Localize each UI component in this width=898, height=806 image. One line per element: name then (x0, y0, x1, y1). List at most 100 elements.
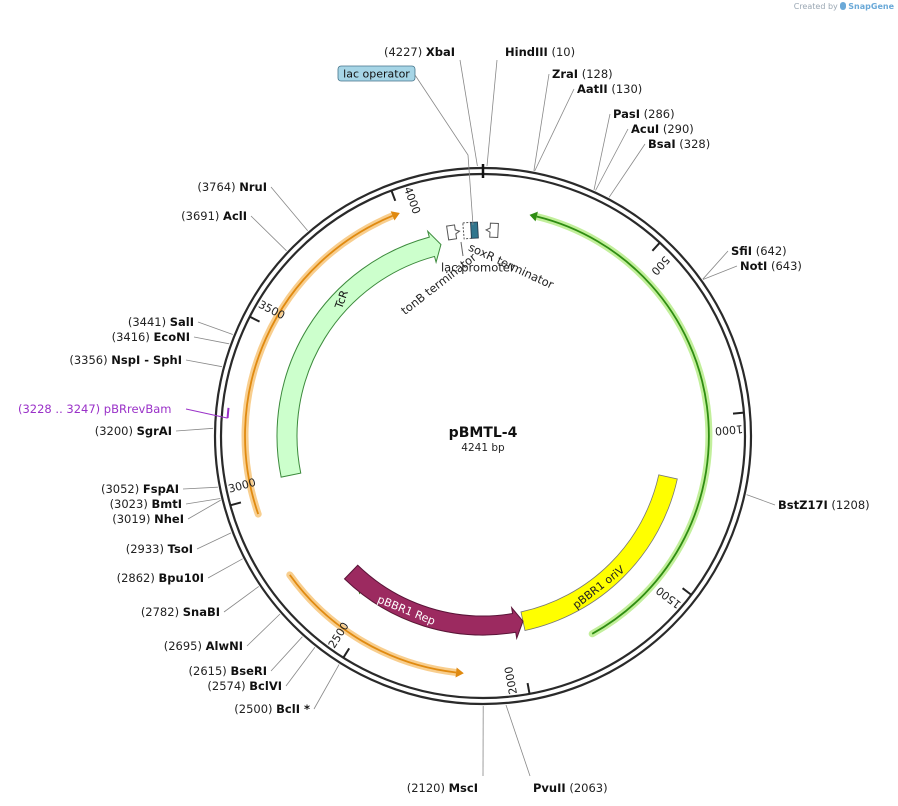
ruler-tick-500 (651, 241, 661, 252)
site-position: (3052) (101, 482, 143, 496)
lac-operator-block[interactable] (470, 221, 479, 239)
site-label-sali[interactable]: (3441) SalI (128, 315, 194, 329)
site-leader-17 (207, 558, 243, 579)
site-leader-8 (702, 265, 738, 280)
lac-operator-callout-box (337, 65, 416, 82)
site-label-zrai[interactable]: ZraI (128) (552, 67, 613, 81)
site-position: (2695) (164, 639, 206, 653)
site-label-bclvi[interactable]: (2574) BclVI (207, 679, 282, 693)
site-label-sgrai[interactable]: (3200) SgrAI (95, 424, 172, 438)
lac-operator-callout[interactable]: lac operator (337, 65, 416, 82)
site-label-nrui[interactable]: (3764) NruI (197, 180, 267, 194)
site-label-bcli[interactable]: (2500) BclI * (234, 702, 310, 716)
site-position: (1208) (828, 498, 870, 512)
site-leader-3 (534, 88, 575, 172)
site-leader-4 (593, 113, 611, 190)
ruler-tick-3500 (249, 315, 261, 323)
feature-pbbr1-rep[interactable] (343, 564, 524, 641)
orf-arrowhead-3 (455, 667, 464, 678)
site-position: (3023) (110, 497, 152, 511)
site-label-bpu10i[interactable]: (2862) Bpu10I (117, 571, 204, 585)
site-label-bsai[interactable]: BsaI (328) (648, 137, 710, 151)
ruler-label-1500: 1500 (654, 584, 684, 611)
snapgene-logo-icon (840, 2, 847, 10)
site-leader-16 (223, 586, 260, 613)
site-position: (3200) (95, 424, 137, 438)
site-label-fspai[interactable]: (3052) FspAI (101, 482, 179, 496)
site-label-bstz17i[interactable]: BstZ17I (1208) (778, 498, 870, 512)
site-position: (643) (767, 259, 802, 273)
site-label-tsoi[interactable]: (2933) TsoI (126, 542, 193, 556)
site-enzyme: AatII (577, 82, 608, 96)
site-label-bmti[interactable]: (3023) BmtI (110, 497, 182, 511)
site-label-snabi[interactable]: (2782) SnaBI (141, 605, 220, 619)
site-enzyme: NspI - SphI (111, 353, 182, 367)
site-enzyme: SalI (170, 315, 194, 329)
site-enzyme: NheI (154, 512, 184, 526)
site-position: (3416) (112, 330, 154, 344)
site-label-nspi-sphi[interactable]: (3356) NspI - SphI (69, 353, 182, 367)
site-label-econi[interactable]: (3416) EcoNI (112, 330, 190, 344)
site-enzyme: SfiI (731, 244, 752, 258)
lac-operator-leader (414, 74, 474, 226)
primer-label[interactable]: (3228 .. 3247) pBRrevBam (18, 402, 171, 416)
feature-label-pbbr1-oriv: pBBR1 oriV (570, 563, 627, 612)
ruler-tick-2500 (342, 647, 351, 659)
site-leader-1 (486, 59, 498, 167)
site-leader-6 (608, 143, 646, 198)
site-label-xbai[interactable]: (4227) XbaI (384, 45, 455, 59)
ruler-label-500: 500 (648, 253, 672, 277)
orf-arrowhead-4 (390, 211, 400, 221)
site-leader-13 (285, 647, 316, 687)
site-position: (2615) (189, 664, 231, 678)
primer-pbrrevbam-mark[interactable] (226, 407, 230, 419)
site-leader-19 (187, 499, 221, 520)
ruler-label-2000: 2000 (502, 665, 520, 695)
site-enzyme: BsaI (648, 137, 676, 151)
site-label-pvuii[interactable]: PvuII (2063) (533, 781, 608, 795)
watermark-brand: SnapGene (848, 2, 894, 11)
site-enzyme: HindIII (505, 45, 548, 59)
site-position: (3441) (128, 315, 170, 329)
site-enzyme: AlwNI (206, 639, 243, 653)
site-enzyme: NruI (239, 180, 267, 194)
site-label-noti[interactable]: NotI (643) (740, 259, 802, 273)
site-label-bseri[interactable]: (2615) BseRI (189, 664, 267, 678)
site-leader-10 (505, 704, 531, 777)
plasmid-title: pBMTL-4 4241 bp (449, 425, 518, 454)
tonb-terminator-icon-shape (446, 224, 461, 241)
site-label-alwni[interactable]: (2695) AlwNI (164, 639, 243, 653)
site-enzyme: BclI * (276, 702, 310, 716)
feature-pbbr1-oriv[interactable] (520, 474, 678, 631)
site-enzyme: MscI (449, 781, 478, 795)
feature-tcr[interactable] (276, 229, 442, 478)
site-enzyme: BclVI (249, 679, 282, 693)
site-label-pasi[interactable]: PasI (286) (613, 107, 675, 121)
site-label-msci[interactable]: (2120) MscI (407, 781, 478, 795)
site-enzyme: PvuII (533, 781, 566, 795)
ruler-label-1000: 1000 (714, 422, 743, 437)
site-position: (2933) (126, 542, 168, 556)
primer-range: (3228 .. 3247) (18, 402, 104, 416)
site-label-nhei[interactable]: (3019) NheI (112, 512, 184, 526)
site-leader-25 (197, 321, 233, 335)
site-label-acli[interactable]: (3691) AclI (181, 209, 247, 223)
soxr-terminator-icon-shape (484, 222, 499, 239)
site-leader-22 (175, 427, 214, 432)
site-label-hindiii[interactable]: HindIII (10) (505, 45, 575, 59)
ruler-tick-4000 (390, 190, 397, 202)
site-enzyme: FspAI (143, 482, 179, 496)
site-label-sfii[interactable]: SfiI (642) (731, 244, 787, 258)
site-position: (328) (676, 137, 711, 151)
orf-arrowhead-0 (529, 211, 538, 222)
primer-leader (185, 408, 228, 419)
site-enzyme: SgrAI (137, 424, 172, 438)
lac-operator-shape (470, 221, 479, 239)
site-position: (2063) (566, 781, 608, 795)
lac-operator-callout-text: lac operator (343, 68, 410, 81)
site-position: (2120) (407, 781, 449, 795)
site-label-acui[interactable]: AcuI (290) (631, 122, 694, 136)
site-label-aatii[interactable]: AatII (130) (577, 82, 642, 96)
watermark-prefix: Created by (793, 2, 838, 11)
site-position: (130) (608, 82, 643, 96)
